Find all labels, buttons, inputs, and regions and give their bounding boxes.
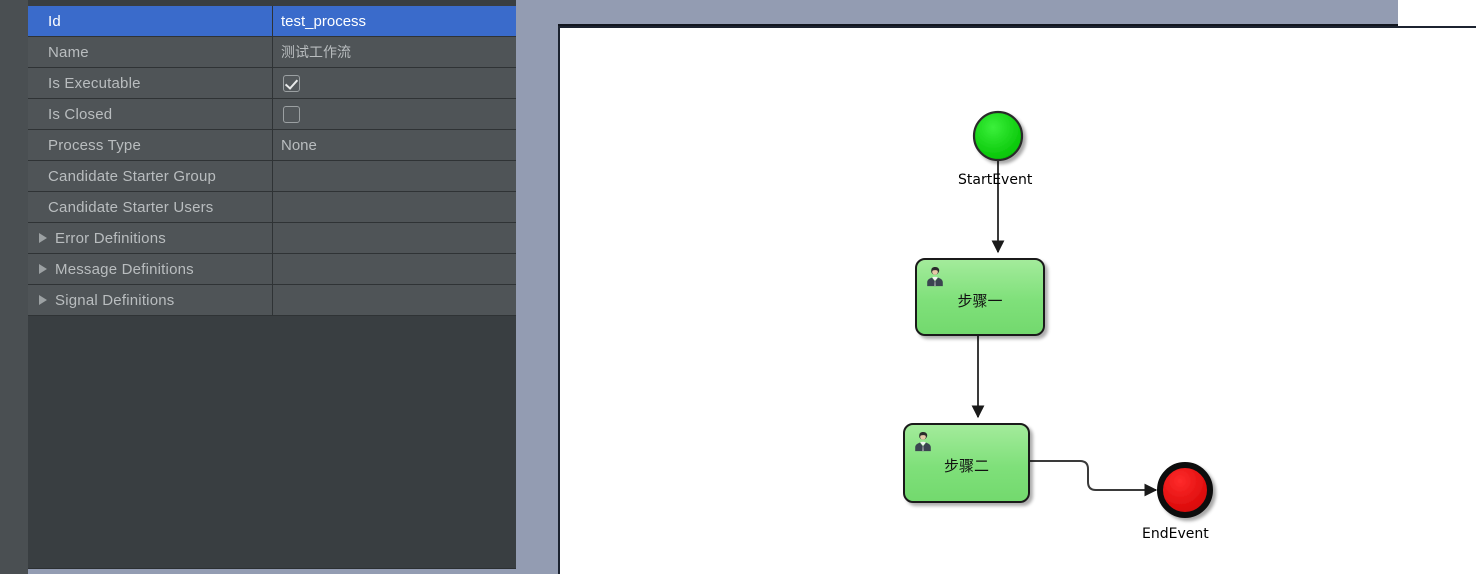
property-key-label: Is Closed: [48, 105, 113, 123]
property-key-cell: Name: [28, 37, 273, 67]
property-key-label: Process Type: [48, 136, 142, 154]
property-row[interactable]: Name 测试工作流: [28, 37, 516, 68]
property-value-label: None: [281, 136, 317, 154]
property-key-label: Signal Definitions: [55, 291, 175, 309]
property-value-cell[interactable]: [273, 161, 516, 191]
property-value-cell[interactable]: [273, 285, 516, 315]
checkbox-unchecked[interactable]: [283, 105, 300, 123]
property-row[interactable]: Error Definitions: [28, 223, 516, 254]
property-key-cell: Error Definitions: [28, 223, 273, 253]
property-row[interactable]: Process Type None: [28, 130, 516, 161]
property-value-cell[interactable]: [273, 68, 516, 98]
property-key-cell: Is Executable: [28, 68, 273, 98]
chevron-right-icon[interactable]: [39, 264, 47, 274]
checkbox-checked[interactable]: [283, 74, 300, 92]
property-value-cell[interactable]: test_process: [273, 6, 516, 36]
property-value-label: test_process: [281, 12, 367, 30]
chevron-right-icon[interactable]: [39, 233, 47, 243]
diagram-canvas[interactable]: StartEvent 步骤一 步: [560, 28, 1476, 574]
property-value-cell[interactable]: [273, 192, 516, 222]
property-key-label: Name: [48, 43, 89, 61]
start-event-node[interactable]: [972, 110, 1024, 162]
property-key-cell: Signal Definitions: [28, 285, 273, 315]
property-row[interactable]: Signal Definitions: [28, 285, 516, 316]
diagram-svg: [971, 110, 1213, 518]
property-key-label: Id: [48, 12, 61, 30]
property-value-label: 测试工作流: [281, 44, 351, 60]
property-value-cell[interactable]: [273, 223, 516, 253]
property-value-cell[interactable]: 测试工作流: [273, 37, 516, 67]
property-key-cell: Message Definitions: [28, 254, 273, 284]
property-key-cell: Is Closed: [28, 99, 273, 129]
property-value-cell[interactable]: [273, 254, 516, 284]
property-key-label: Message Definitions: [55, 260, 194, 278]
chevron-right-icon[interactable]: [39, 295, 47, 305]
user-task-label-2: 步骤二: [943, 457, 989, 475]
user-task-icon: [927, 267, 943, 287]
property-value-cell[interactable]: [273, 99, 516, 129]
property-row[interactable]: Is Executable: [28, 68, 516, 99]
property-row[interactable]: Message Definitions: [28, 254, 516, 285]
user-task-label-1: 步骤一: [957, 292, 1003, 310]
user-task-icon: [915, 432, 931, 452]
user-task-node-2[interactable]: 步骤二: [903, 423, 1030, 503]
sequence-flow-task2-end[interactable]: [1030, 460, 1158, 497]
property-key-label: Is Executable: [48, 74, 141, 92]
start-event-label: StartEvent: [958, 172, 1033, 188]
property-row[interactable]: Id test_process: [28, 6, 516, 37]
property-key-cell: Candidate Starter Group: [28, 161, 273, 191]
property-value-cell[interactable]: None: [273, 130, 516, 160]
property-key-label: Candidate Starter Users: [48, 198, 214, 216]
property-key-cell: Candidate Starter Users: [28, 192, 273, 222]
property-key-cell: Id: [28, 6, 273, 36]
end-event-node[interactable]: [1157, 462, 1213, 518]
panel-left-gutter: [0, 0, 28, 574]
user-task-node-1[interactable]: 步骤一: [915, 258, 1045, 336]
canvas-top-strip: [558, 0, 1398, 26]
property-key-cell: Process Type: [28, 130, 273, 160]
property-key-label: Error Definitions: [55, 229, 166, 247]
property-row[interactable]: Candidate Starter Users: [28, 192, 516, 223]
property-key-label: Candidate Starter Group: [48, 167, 217, 185]
property-row[interactable]: Is Closed: [28, 99, 516, 130]
end-event-label: EndEvent: [1142, 526, 1209, 542]
property-row[interactable]: Candidate Starter Group: [28, 161, 516, 192]
